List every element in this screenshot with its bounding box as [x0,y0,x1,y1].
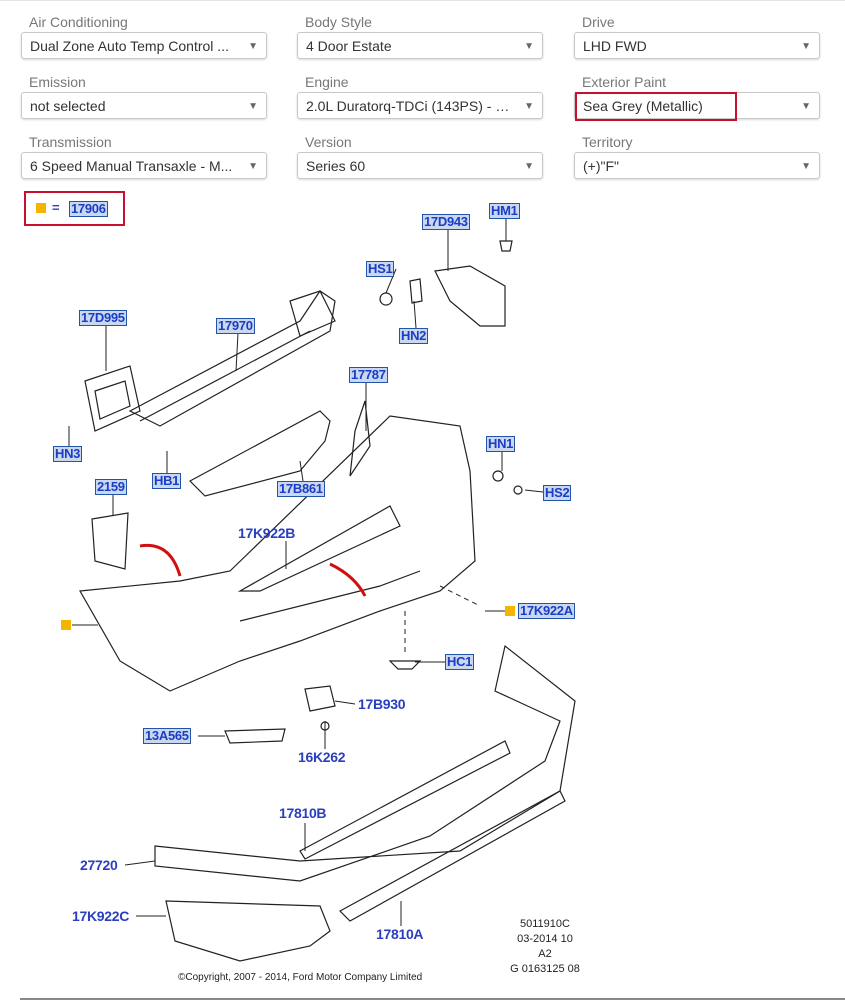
label-17K922B: 17K922B [238,525,296,541]
filter-body-style: Body Style 4 Door Estate▼ [297,12,543,59]
dropdown-arrow-icon: ▼ [801,161,811,172]
diagram-id: G 0163125 08 [510,963,580,975]
callout-HS2[interactable]: HS2 [543,485,572,501]
filter-engine: Engine 2.0L Duratorq-TDCi (143PS) - D...▼ [297,72,543,119]
diagram-revision: A2 [538,948,552,960]
dropdown-arrow-icon: ▼ [248,41,258,52]
exterior-paint-highlight [575,92,737,121]
callout-17K922A[interactable]: 17K922A [518,603,575,619]
filter-transmission: Transmission 6 Speed Manual Transaxle - M… [21,132,267,179]
filter-territory: Territory (+)"F"▼ [574,132,820,179]
callout-17D995[interactable]: 17D995 [79,310,127,326]
dropdown-arrow-icon: ▼ [524,41,534,52]
dropdown-arrow-icon: ▼ [248,161,258,172]
callout-HC1[interactable]: HC1 [445,654,475,670]
dropdown-arrow-icon: ▼ [801,41,811,52]
callout-17D943[interactable]: 17D943 [422,214,470,230]
diagram-date: 03-2014 10 [517,933,573,945]
version-select[interactable]: Series 60▼ [297,152,543,179]
filter-label: Territory [582,134,633,150]
filter-label: Body Style [305,14,372,30]
diagram-code: 5011910C [520,918,570,930]
dropdown-arrow-icon: ▼ [248,101,258,112]
callout-17B861[interactable]: 17B861 [277,481,325,497]
legend-part-link[interactable]: 17906 [69,201,108,217]
callout-HB1[interactable]: HB1 [152,473,182,489]
callout-17970[interactable]: 17970 [216,318,255,334]
callout-HN2[interactable]: HN2 [399,328,429,344]
air-conditioning-select[interactable]: Dual Zone Auto Temp Control ...▼ [21,32,267,59]
label-17B930: 17B930 [358,696,406,712]
engine-select[interactable]: 2.0L Duratorq-TDCi (143PS) - D...▼ [297,92,543,119]
transmission-select[interactable]: 6 Speed Manual Transaxle - M...▼ [21,152,267,179]
body-style-select[interactable]: 4 Door Estate▼ [297,32,543,59]
legend-equals: = [52,200,60,215]
filter-label: Air Conditioning [29,14,128,30]
filter-label: Drive [582,14,615,30]
territory-select[interactable]: (+)"F"▼ [574,152,820,179]
filter-emission: Emission not selected▼ [21,72,267,119]
label-16K262: 16K262 [298,749,346,765]
marker-square-icon [36,203,46,213]
callout-HN3[interactable]: HN3 [53,446,83,462]
callout-HN1[interactable]: HN1 [486,436,516,452]
filter-label: Version [305,134,352,150]
marker-square-icon [61,620,71,630]
callout-17787[interactable]: 17787 [349,367,388,383]
emission-select[interactable]: not selected▼ [21,92,267,119]
legend-highlight [24,191,125,226]
copyright: ©Copyright, 2007 - 2014, Ford Motor Comp… [178,972,423,983]
label-17K922C: 17K922C [72,908,130,924]
label-27720: 27720 [80,857,118,873]
filter-label: Emission [29,74,86,90]
dropdown-arrow-icon: ▼ [801,101,811,112]
marker-square-icon [505,606,515,616]
filter-label: Transmission [29,134,112,150]
dropdown-arrow-icon: ▼ [524,161,534,172]
callout-2159[interactable]: 2159 [95,479,127,495]
dropdown-arrow-icon: ▼ [524,101,534,112]
drive-select[interactable]: LHD FWD▼ [574,32,820,59]
callout-13A565[interactable]: 13A565 [143,728,191,744]
filter-label: Engine [305,74,349,90]
callout-HM1[interactable]: HM1 [489,203,520,219]
divider [20,998,845,1000]
filter-label: Exterior Paint [582,74,667,90]
label-17810B: 17810B [279,805,327,821]
label-17810A: 17810A [376,926,424,942]
callout-HS1[interactable]: HS1 [366,261,395,277]
